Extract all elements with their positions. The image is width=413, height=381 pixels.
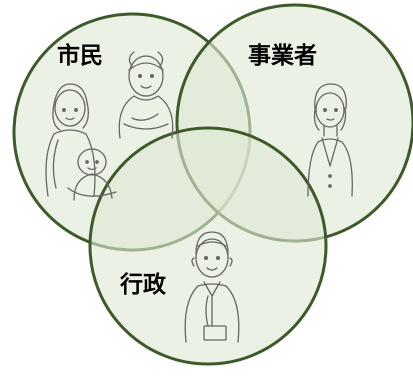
family-illustration	[45, 51, 174, 201]
label-citizens: 市民	[57, 43, 103, 69]
label-government: 行政	[120, 272, 166, 298]
circle-government	[88, 126, 328, 366]
civil-servant-illustration	[184, 231, 240, 343]
label-business: 事業者	[248, 43, 317, 69]
businesswoman-illustration	[307, 83, 353, 197]
